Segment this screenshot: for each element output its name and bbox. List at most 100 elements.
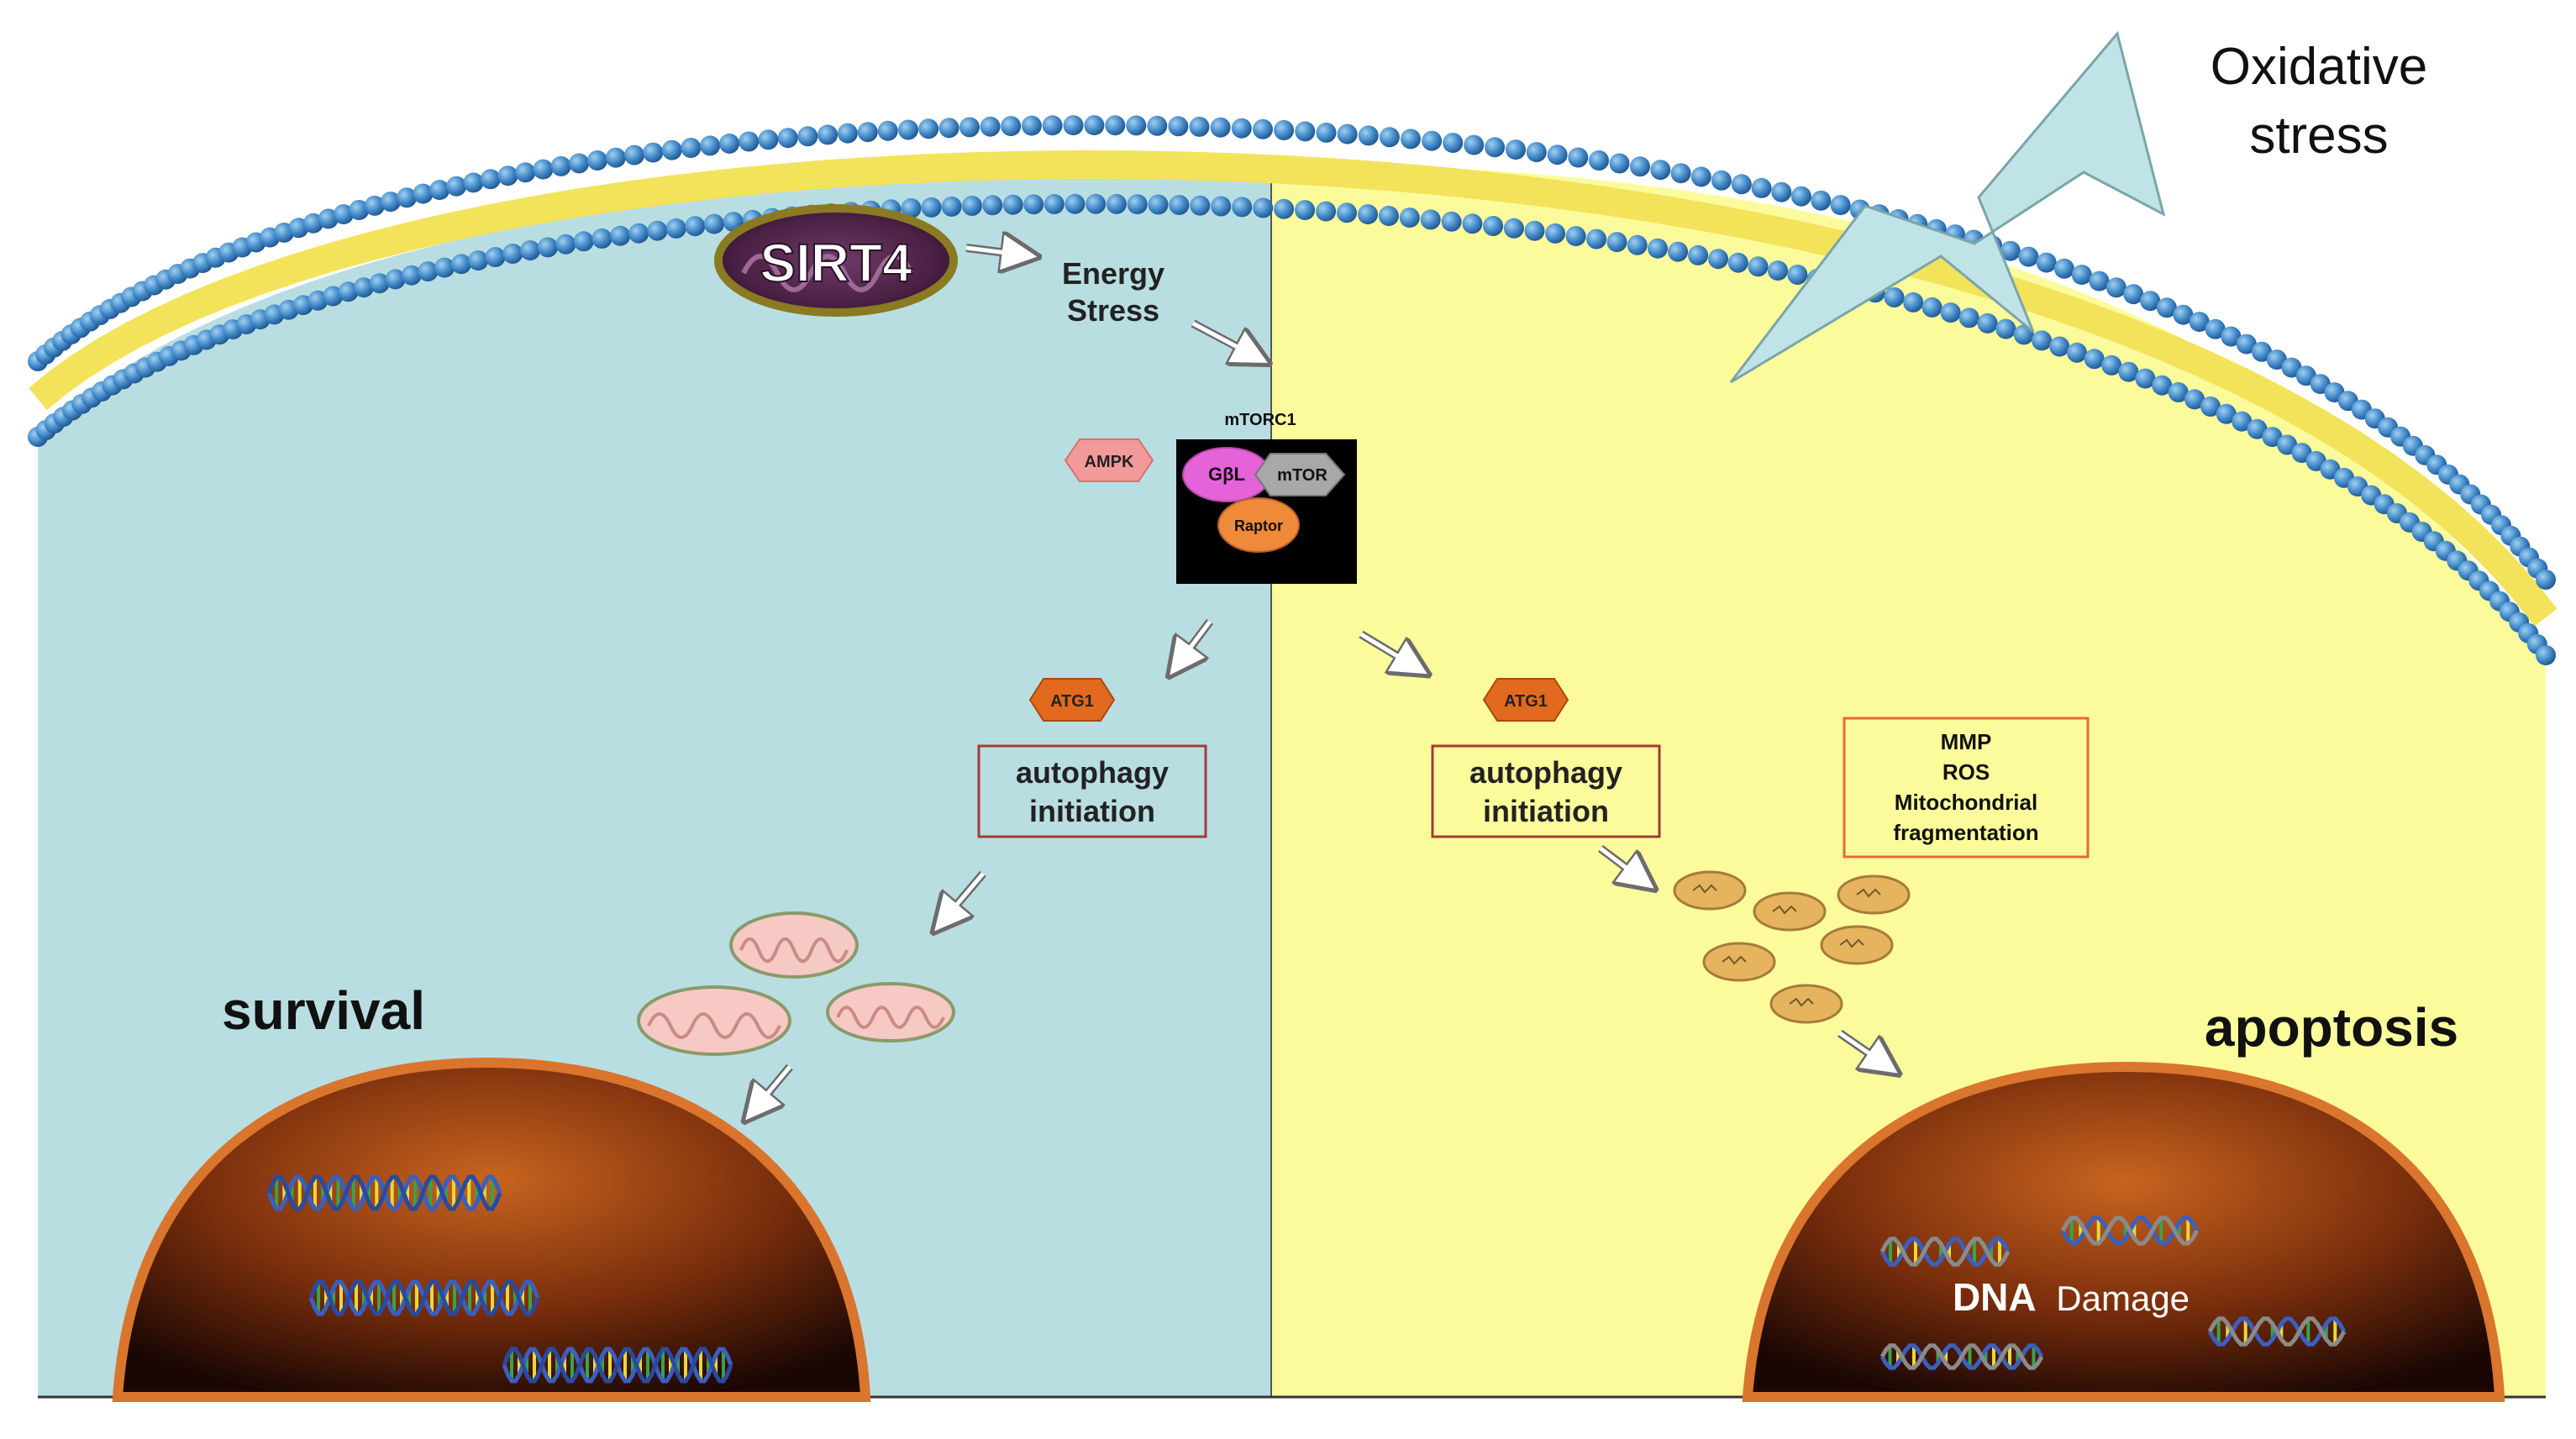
- membrane-bead: [2018, 246, 2039, 267]
- membrane-bead: [685, 216, 706, 237]
- membrane-bead: [2105, 277, 2127, 298]
- membrane-bead: [665, 218, 686, 239]
- membrane-bead: [1731, 174, 1752, 195]
- membrane-bead: [538, 237, 558, 258]
- arrow-inner-fill: [750, 245, 1890, 1114]
- membrane-bead: [643, 142, 664, 163]
- membrane-bead: [610, 225, 631, 246]
- membrane-bead: [485, 247, 506, 267]
- membrane-bead: [1627, 234, 1648, 255]
- autophagy-right-box: [1431, 744, 1661, 838]
- membrane-bead: [1021, 115, 1042, 136]
- dna-helix: [2060, 1216, 2200, 1246]
- raptor-label: Raptor: [1234, 517, 1283, 534]
- damaged-mitochondrion: [1702, 942, 1776, 982]
- dna-word: DNA: [1953, 1275, 2037, 1319]
- membrane-bead: [338, 281, 359, 302]
- membrane-bead: [520, 240, 540, 261]
- membrane-bead: [1274, 198, 1295, 219]
- intact-dna-group: [266, 1174, 733, 1384]
- ampk-protein: [1064, 439, 1154, 482]
- membrane-bead: [2000, 240, 2021, 261]
- dna-helix: [266, 1174, 502, 1211]
- membrane-bead: [323, 286, 344, 307]
- membrane-bead: [429, 180, 450, 201]
- damaged-mitochondrion: [1769, 984, 1843, 1024]
- membrane-bead: [1169, 195, 1190, 215]
- membrane-bead: [468, 250, 489, 271]
- membrane-bead: [1379, 127, 1400, 148]
- healthy-mitochondrion: [729, 911, 859, 979]
- membrane-bead: [1464, 134, 1485, 155]
- mmp-ros-box: [1843, 717, 2090, 859]
- membrane-bead: [1399, 207, 1420, 228]
- membrane-bead: [1210, 117, 1231, 138]
- membrane-bead: [2536, 570, 2556, 590]
- membrane-bead: [1565, 226, 1586, 247]
- membrane-bead: [837, 123, 858, 144]
- membrane-bead: [463, 172, 484, 193]
- atg1-left-protein: [1028, 678, 1116, 722]
- membrane-bead: [1609, 153, 1630, 174]
- membrane-bead: [877, 120, 898, 141]
- membrane-bead: [982, 195, 1003, 216]
- membrane-bead: [434, 257, 455, 278]
- membrane-bead: [1232, 197, 1253, 218]
- membrane-bead: [2135, 368, 2156, 389]
- dna-helix: [502, 1347, 733, 1384]
- membrane-bead: [1063, 115, 1084, 136]
- membrane-bead: [380, 192, 401, 213]
- membrane-bead: [1023, 194, 1044, 215]
- membrane-bead: [1586, 228, 1607, 249]
- healthy-mitochondria-group: [637, 911, 955, 1056]
- membrane-bead: [918, 118, 939, 139]
- membrane-bead: [1668, 241, 1689, 262]
- damaged-mitochondria-group: [1673, 870, 1911, 1024]
- membrane-bead: [2118, 361, 2139, 382]
- membrane-bead: [2216, 403, 2237, 424]
- membrane-bead: [1630, 156, 1650, 177]
- membrane-bead: [1189, 116, 1210, 137]
- membrane-bead: [364, 195, 385, 216]
- mmp-line3: Mitochondrial: [1895, 790, 2037, 815]
- membrane-bead: [353, 277, 374, 298]
- dna-helix: [1879, 1343, 2044, 1370]
- membrane-bead: [2205, 318, 2226, 339]
- membrane-bead: [1748, 256, 1769, 277]
- membrane-bead: [318, 208, 339, 229]
- membrane-bead: [1958, 307, 1979, 328]
- membrane-bead: [1688, 244, 1709, 265]
- membrane-bead: [2101, 354, 2122, 376]
- membrane-bead: [817, 124, 839, 145]
- membrane-bead: [921, 197, 942, 218]
- membrane-bead: [2247, 418, 2268, 439]
- membrane-bead: [797, 126, 818, 147]
- membrane-bead: [1086, 193, 1107, 214]
- dna-helix: [308, 1279, 540, 1316]
- dna-helix: [1879, 1237, 2011, 1267]
- membrane-bead: [1940, 302, 1961, 323]
- membrane-bead: [2200, 397, 2221, 417]
- membrane-bead: [587, 150, 607, 171]
- membrane-bead: [2049, 336, 2070, 357]
- membrane-bead: [1670, 163, 1691, 184]
- left-nucleus: [112, 1057, 871, 1402]
- gbl-label: GβL: [1208, 464, 1245, 485]
- membrane-bead: [1001, 116, 1022, 137]
- right-nucleus: [1742, 1061, 2505, 1402]
- membrane-bead: [1084, 115, 1105, 136]
- membrane-bead: [758, 129, 779, 150]
- membrane-bead: [628, 223, 649, 244]
- membrane-bead: [1790, 186, 1811, 207]
- mmp-line4: fragmentation: [1893, 820, 2038, 845]
- membrane-bead: [2152, 375, 2173, 396]
- mmp-line1: MMP: [1941, 729, 1992, 754]
- membrane-bead: [1977, 312, 1998, 333]
- autophagy-left-line2: initiation: [1029, 794, 1155, 828]
- membrane-bead: [515, 162, 536, 183]
- membrane-bead: [1506, 139, 1526, 160]
- dna-helix: [2207, 1316, 2347, 1347]
- membrane-bead: [1768, 260, 1788, 281]
- membrane-bead: [2168, 382, 2189, 402]
